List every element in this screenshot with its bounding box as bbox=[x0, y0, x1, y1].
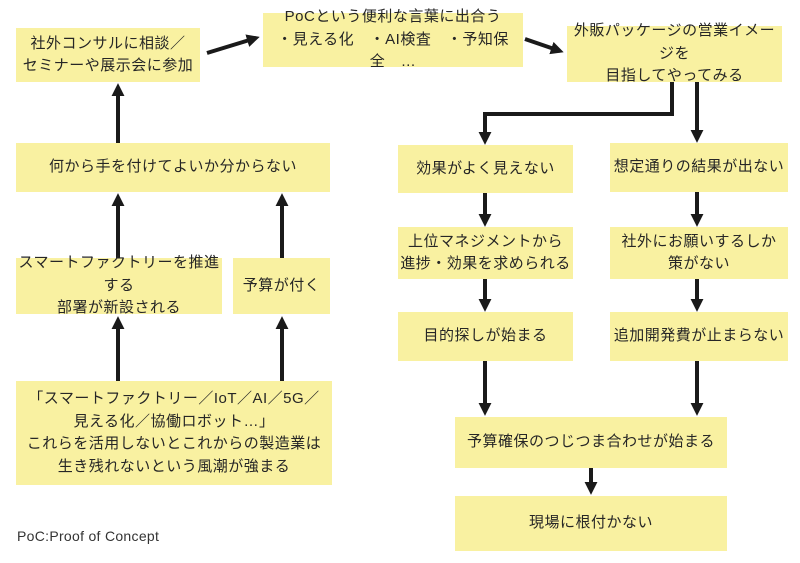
box-rely-on-outside-text: 社外にお願いするしか 策がない bbox=[621, 232, 777, 273]
box-smartfactory-dept-text: スマートファクトリーを推進する 部署が新設される bbox=[18, 254, 220, 317]
box-sales-package-text: 外販パッケージの営業イメージを 目指してやってみる bbox=[573, 22, 776, 85]
arrow-consult-to-poc bbox=[206, 34, 260, 55]
box-rely-on-outside: 社外にお願いするしか 策がない bbox=[610, 227, 788, 279]
box-effects-unclear: 効果がよく見えない bbox=[398, 145, 573, 193]
box-purpose-searching-text: 目的探しが始まる bbox=[423, 327, 548, 345]
box-effects-unclear-text: 効果がよく見えない bbox=[416, 159, 555, 177]
box-budget-juggling-text: 予算確保のつじつま合わせが始まる bbox=[466, 433, 715, 451]
box-consult-seminar: 社外コンサルに相談／ セミナーや展示会に参加 bbox=[16, 28, 200, 82]
box-dev-costs-rising: 追加開発費が止まらない bbox=[610, 312, 788, 361]
box-dont-know-where-to-start: 何から手を付けてよいか分からない bbox=[16, 143, 330, 192]
box-unexpected-results-text: 想定通りの結果が出ない bbox=[613, 158, 785, 176]
box-dont-know-where-to-start-text: 何から手を付けてよいか分からない bbox=[48, 158, 297, 176]
box-smartfactory-dept: スマートファクトリーを推進する 部署が新設される bbox=[16, 254, 222, 316]
box-purpose-searching: 目的探しが始まる bbox=[398, 312, 573, 361]
box-sales-package: 外販パッケージの営業イメージを 目指してやってみる bbox=[567, 22, 782, 84]
box-consult-seminar-text: 社外コンサルに相談／ セミナーや展示会に参加 bbox=[22, 34, 194, 75]
box-budget-juggling: 予算確保のつじつま合わせが始まる bbox=[455, 417, 727, 468]
box-budget-granted-text: 予算が付く bbox=[242, 276, 321, 294]
arrow-poc-to-gaihan bbox=[524, 37, 564, 55]
box-industry-trend-text: 「スマートファクトリー／IoT／AI／5G／ 見える化／協働ロボット…」 これら… bbox=[26, 390, 322, 475]
box-budget-granted: 予算が付く bbox=[233, 258, 330, 314]
box-industry-trend: 「スマートファクトリー／IoT／AI／5G／ 見える化／協働ロボット…」 これら… bbox=[16, 381, 332, 485]
footnote-poc-definition: PoC:Proof of Concept bbox=[17, 528, 160, 544]
box-management-pressure-text: 上位マネジメントから 進捗・効果を求められる bbox=[400, 232, 571, 273]
box-dev-costs-rising-text: 追加開発費が止まらない bbox=[613, 327, 785, 345]
box-not-taking-root-text: 現場に根付かない bbox=[528, 514, 653, 532]
box-unexpected-results: 想定通りの結果が出ない bbox=[610, 143, 788, 192]
box-poc-word: PoCという便利な言葉に出合う ・見える化 ・AI検査 ・予知保全 … bbox=[263, 8, 523, 70]
arrow-gaihan-to-kouka bbox=[478, 82, 674, 145]
box-management-pressure: 上位マネジメントから 進捗・効果を求められる bbox=[398, 227, 573, 279]
box-poc-word-text: PoCという便利な言葉に出合う ・見える化 ・AI検査 ・予知保全 … bbox=[277, 8, 509, 71]
box-not-taking-root: 現場に根付かない bbox=[455, 496, 727, 551]
